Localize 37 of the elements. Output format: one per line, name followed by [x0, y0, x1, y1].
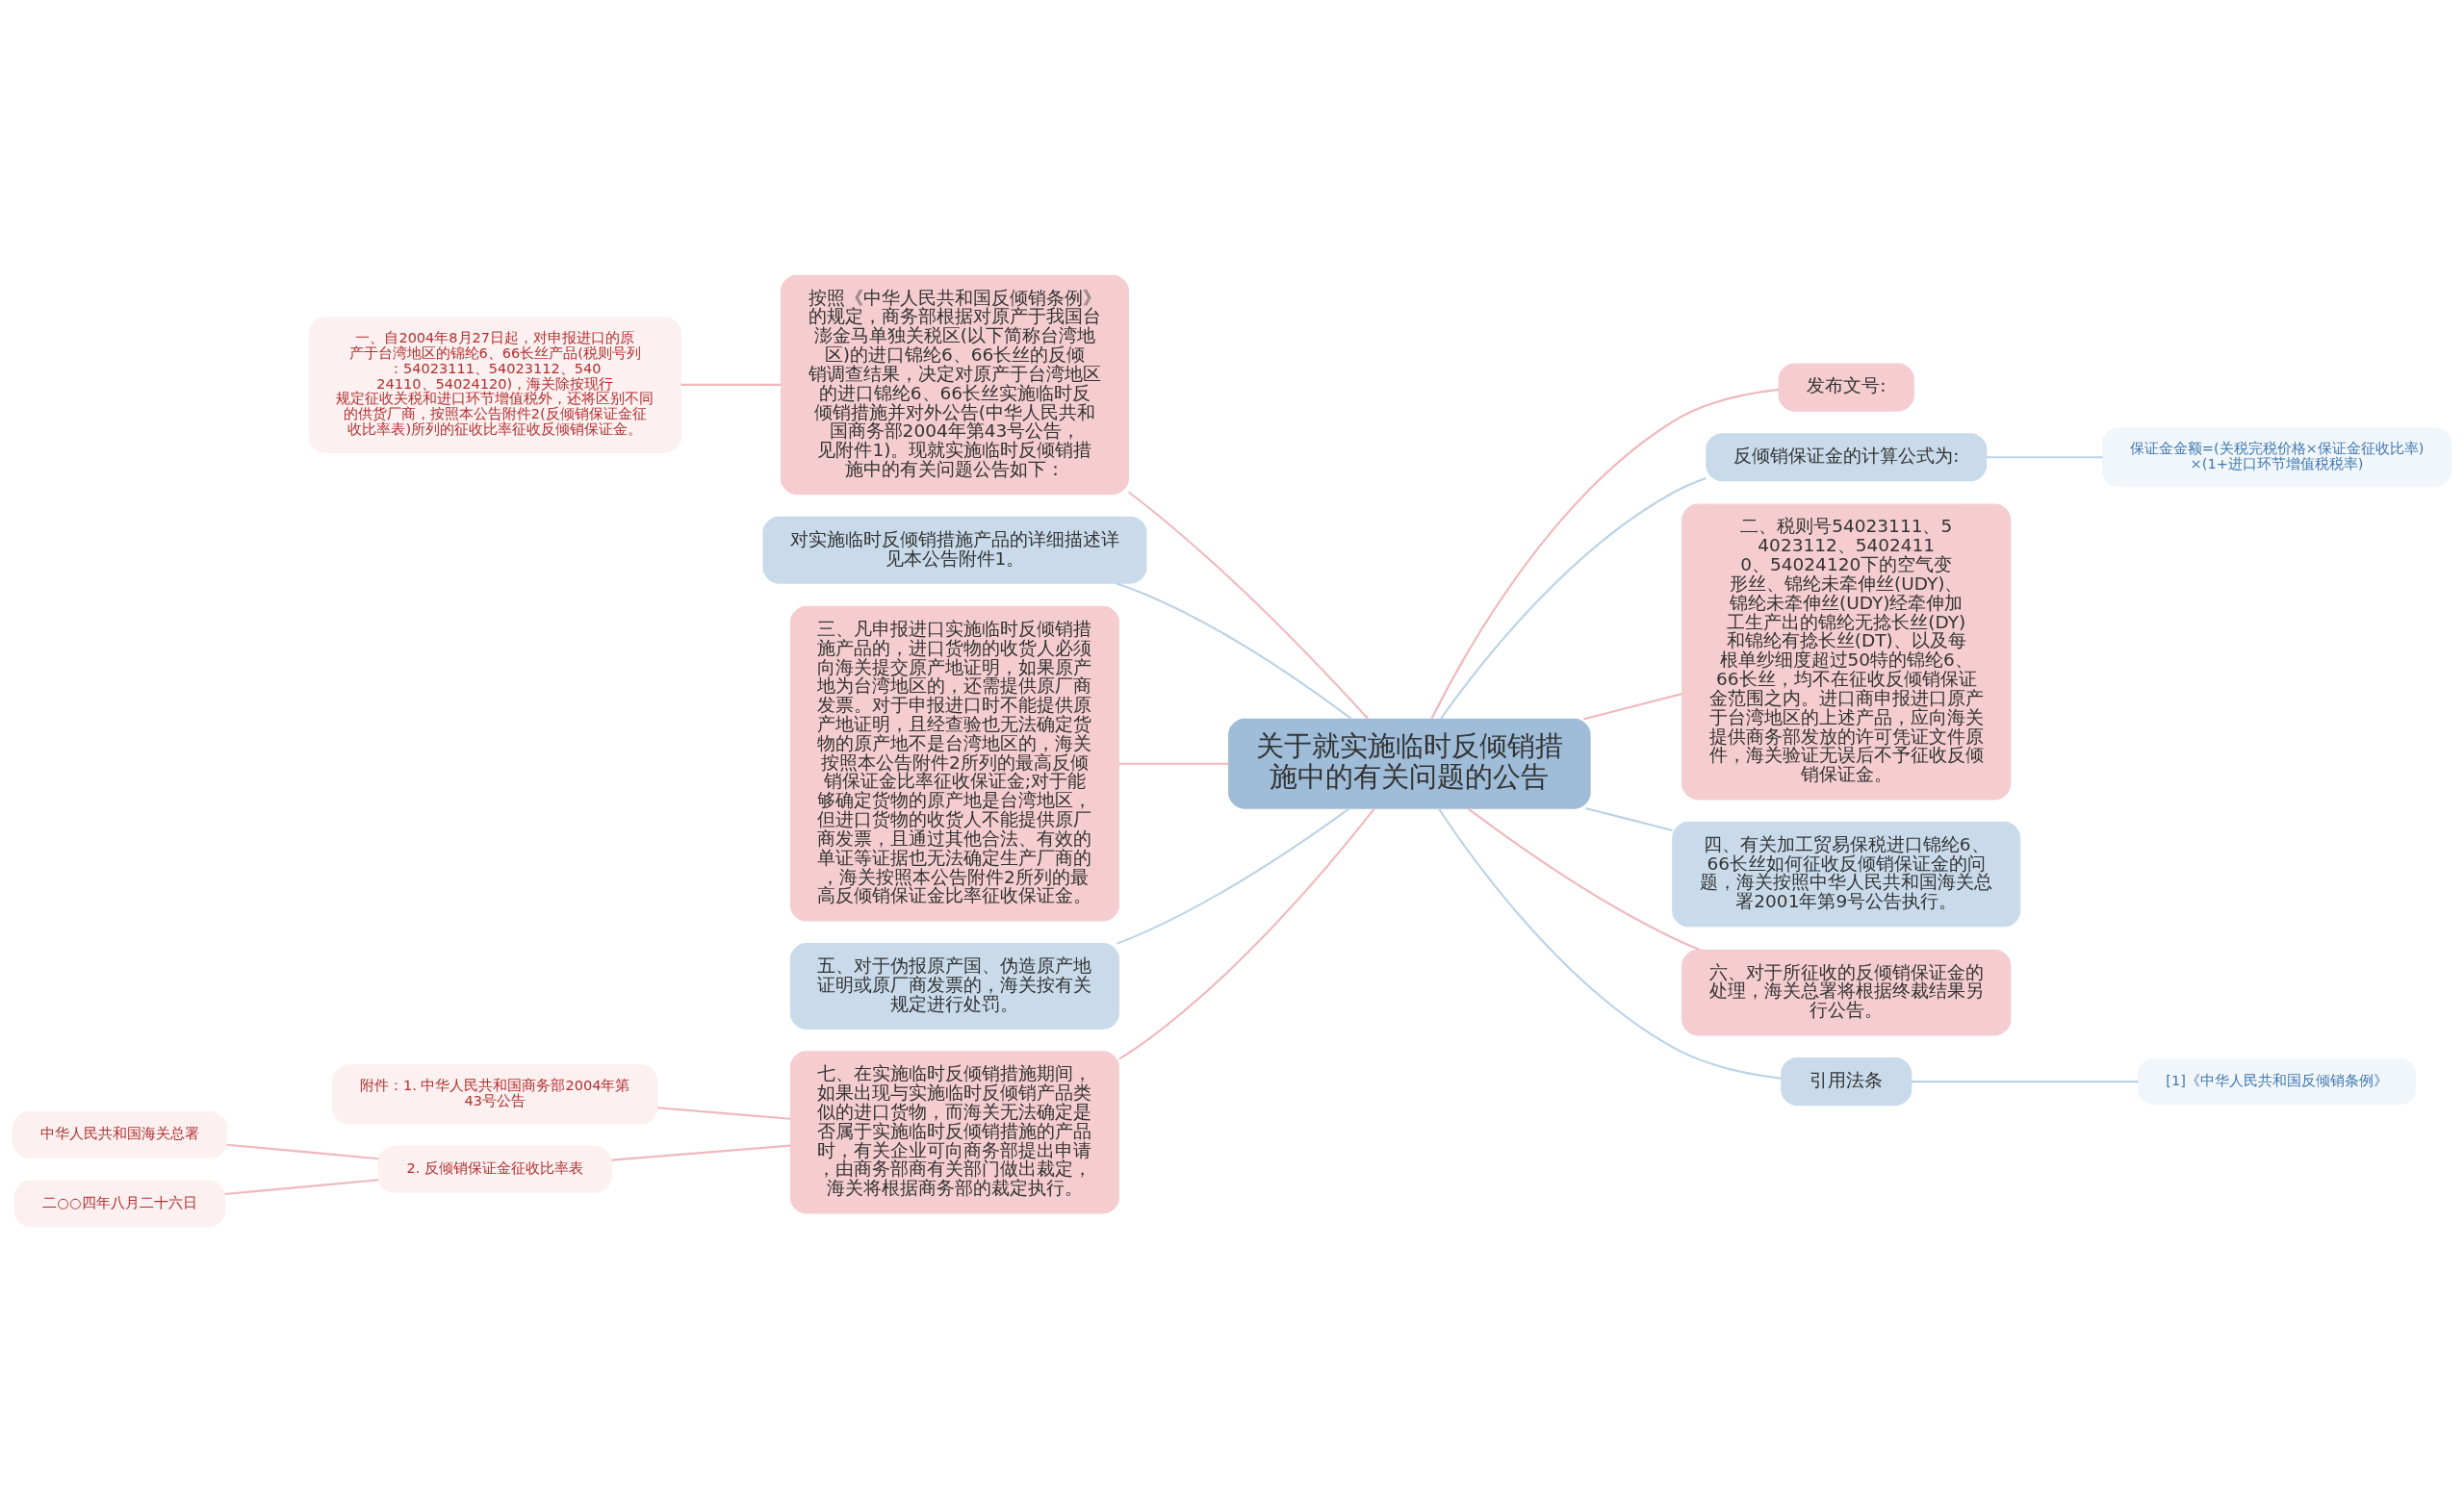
node-box: 发布文号: [1778, 363, 1914, 412]
connector [1467, 807, 1701, 952]
connector [1911, 1081, 2139, 1083]
node-box: 附件：1. 中华人民共和国商务部2004年第43号公告 [332, 1064, 658, 1125]
connector [1128, 491, 1370, 720]
connector [656, 1107, 791, 1120]
connector [1118, 762, 1229, 765]
connector [1437, 807, 1782, 1080]
node-box: 七、在实施临时反倾销措施期间，如果出现与实施临时反倾销产品类似的进口货物，而海关无法确定是否属于实施临时反倾销措施的产品时，有关企业可向商务部提出申请，由商务部商有关部门做出裁定，海关将根据商务部的裁定执行。 [789, 1051, 1120, 1214]
node-box: 二、税则号54023111、54023112、54024110、54024120下的空气变形丝、锦纶未牵伸丝(UDY)、锦纶未牵伸丝(UDY)经牵伸加工生产出的锦纶无捻长丝(DY)和锦纶有捻长丝(DT)、以及每根单纱细度超过50特的锦纶6、66长丝，均不在征收反倾销保证金范围之内。进口商申报进口原产于台湾地区的上述产品，应向海关提供商务部发放的许可凭证文件原件，海关验证无误后不予征收反倾销保证金。 [1681, 503, 2012, 801]
node-box: [1]《中华人民共和国反倾销条例》 [2137, 1057, 2417, 1106]
connector [1430, 388, 1780, 720]
node-box: 对实施临时反倾销措施产品的详细描述详见本公告附件1。 [762, 516, 1147, 584]
connector [1118, 807, 1375, 1060]
node-box: 反倾销保证金的计算公式为: [1706, 433, 1988, 482]
connector [1583, 693, 1682, 721]
connector [1116, 582, 1352, 721]
node-box: 三、凡申报进口实施临时反倾销措施产品的，进口货物的收货人必须向海关提交原产地证明，如果原产地为台湾地区的，还需提供原厂商发票。对于申报进口时不能提供原产地证明，且经查验也无法确定货物的原产地不是台湾地区的，海关按照本公告附件2所列的最高反倾销保证金比率征收保证金;对于能够确定货物的原产地是台湾地区，但进口货物的收货人不能提供原厂商发票，且通过其他合法、有效的单证等证据也无法确定生产厂商的，海关按照本公告附件2所列的最高反倾销保证金比率征收保证金。 [789, 605, 1120, 922]
node-box: 引用法条 [1781, 1056, 1912, 1107]
node-box: 六、对于所征收的反倾销保证金的处理，海关总署将根据终裁结果另行公告。 [1681, 949, 2012, 1036]
connector [611, 1144, 791, 1161]
node-box: 2. 反倾销保证金征收比率表 [377, 1145, 612, 1193]
connector [1585, 806, 1673, 831]
node-box: 关于就实施临时反倾销措施中的有关问题的公告 [1228, 718, 1591, 809]
connector [1986, 456, 2103, 459]
node-box: 按照《中华人民共和国反倾销条例》的规定，商务部根据对原产于我国台澎金马单独关税区(以下简称台湾地区)的进口锦纶6、66长丝的反倾销调查结果，决定对原产于台湾地区的进口锦纶6、66长丝实施临时反倾销措施并对外公告(中华人民共和国商务部2004年第43号公告，见附件1)。现就实施临时反倾销措施中的有关问题公告如下： [780, 274, 1129, 496]
node-box: 中华人民共和国海关总署 [12, 1111, 228, 1158]
connector [1116, 807, 1350, 945]
node-box: 二○○四年八月二十六日 [13, 1180, 226, 1228]
node-box: 一、自2004年8月27日起，对申报进口的原产于台湾地区的锦纶6、66长丝产品(税则号列：54023111、54023112、54024110、54024120)，海关除按现行规定征收关税和进口环节增值税外，还将区别不同的供货厂商，按照本公告附件2(反倾销保证金征收比率表)所列的征收比率征收反倾销保证金。 [308, 317, 681, 453]
node-box: 四、有关加工贸易保税进口锦纶6、66长丝如何征收反倾销保证金的问题，海关按照中华人民共和国海关总署2001年第9号公告执行。 [1672, 821, 2021, 928]
node-box: 五、对于伪报原产国、伪造原产地证明或原厂商发票的，海关按有关规定进行处罚。 [789, 943, 1120, 1030]
connector [680, 383, 782, 386]
node-box: 保证金金额=(关税完税价格×保证金征收比率)×(1+进口环节增值税税率) [2101, 427, 2452, 488]
connector [1440, 477, 1707, 720]
connector [226, 1143, 379, 1160]
connector [224, 1179, 379, 1196]
